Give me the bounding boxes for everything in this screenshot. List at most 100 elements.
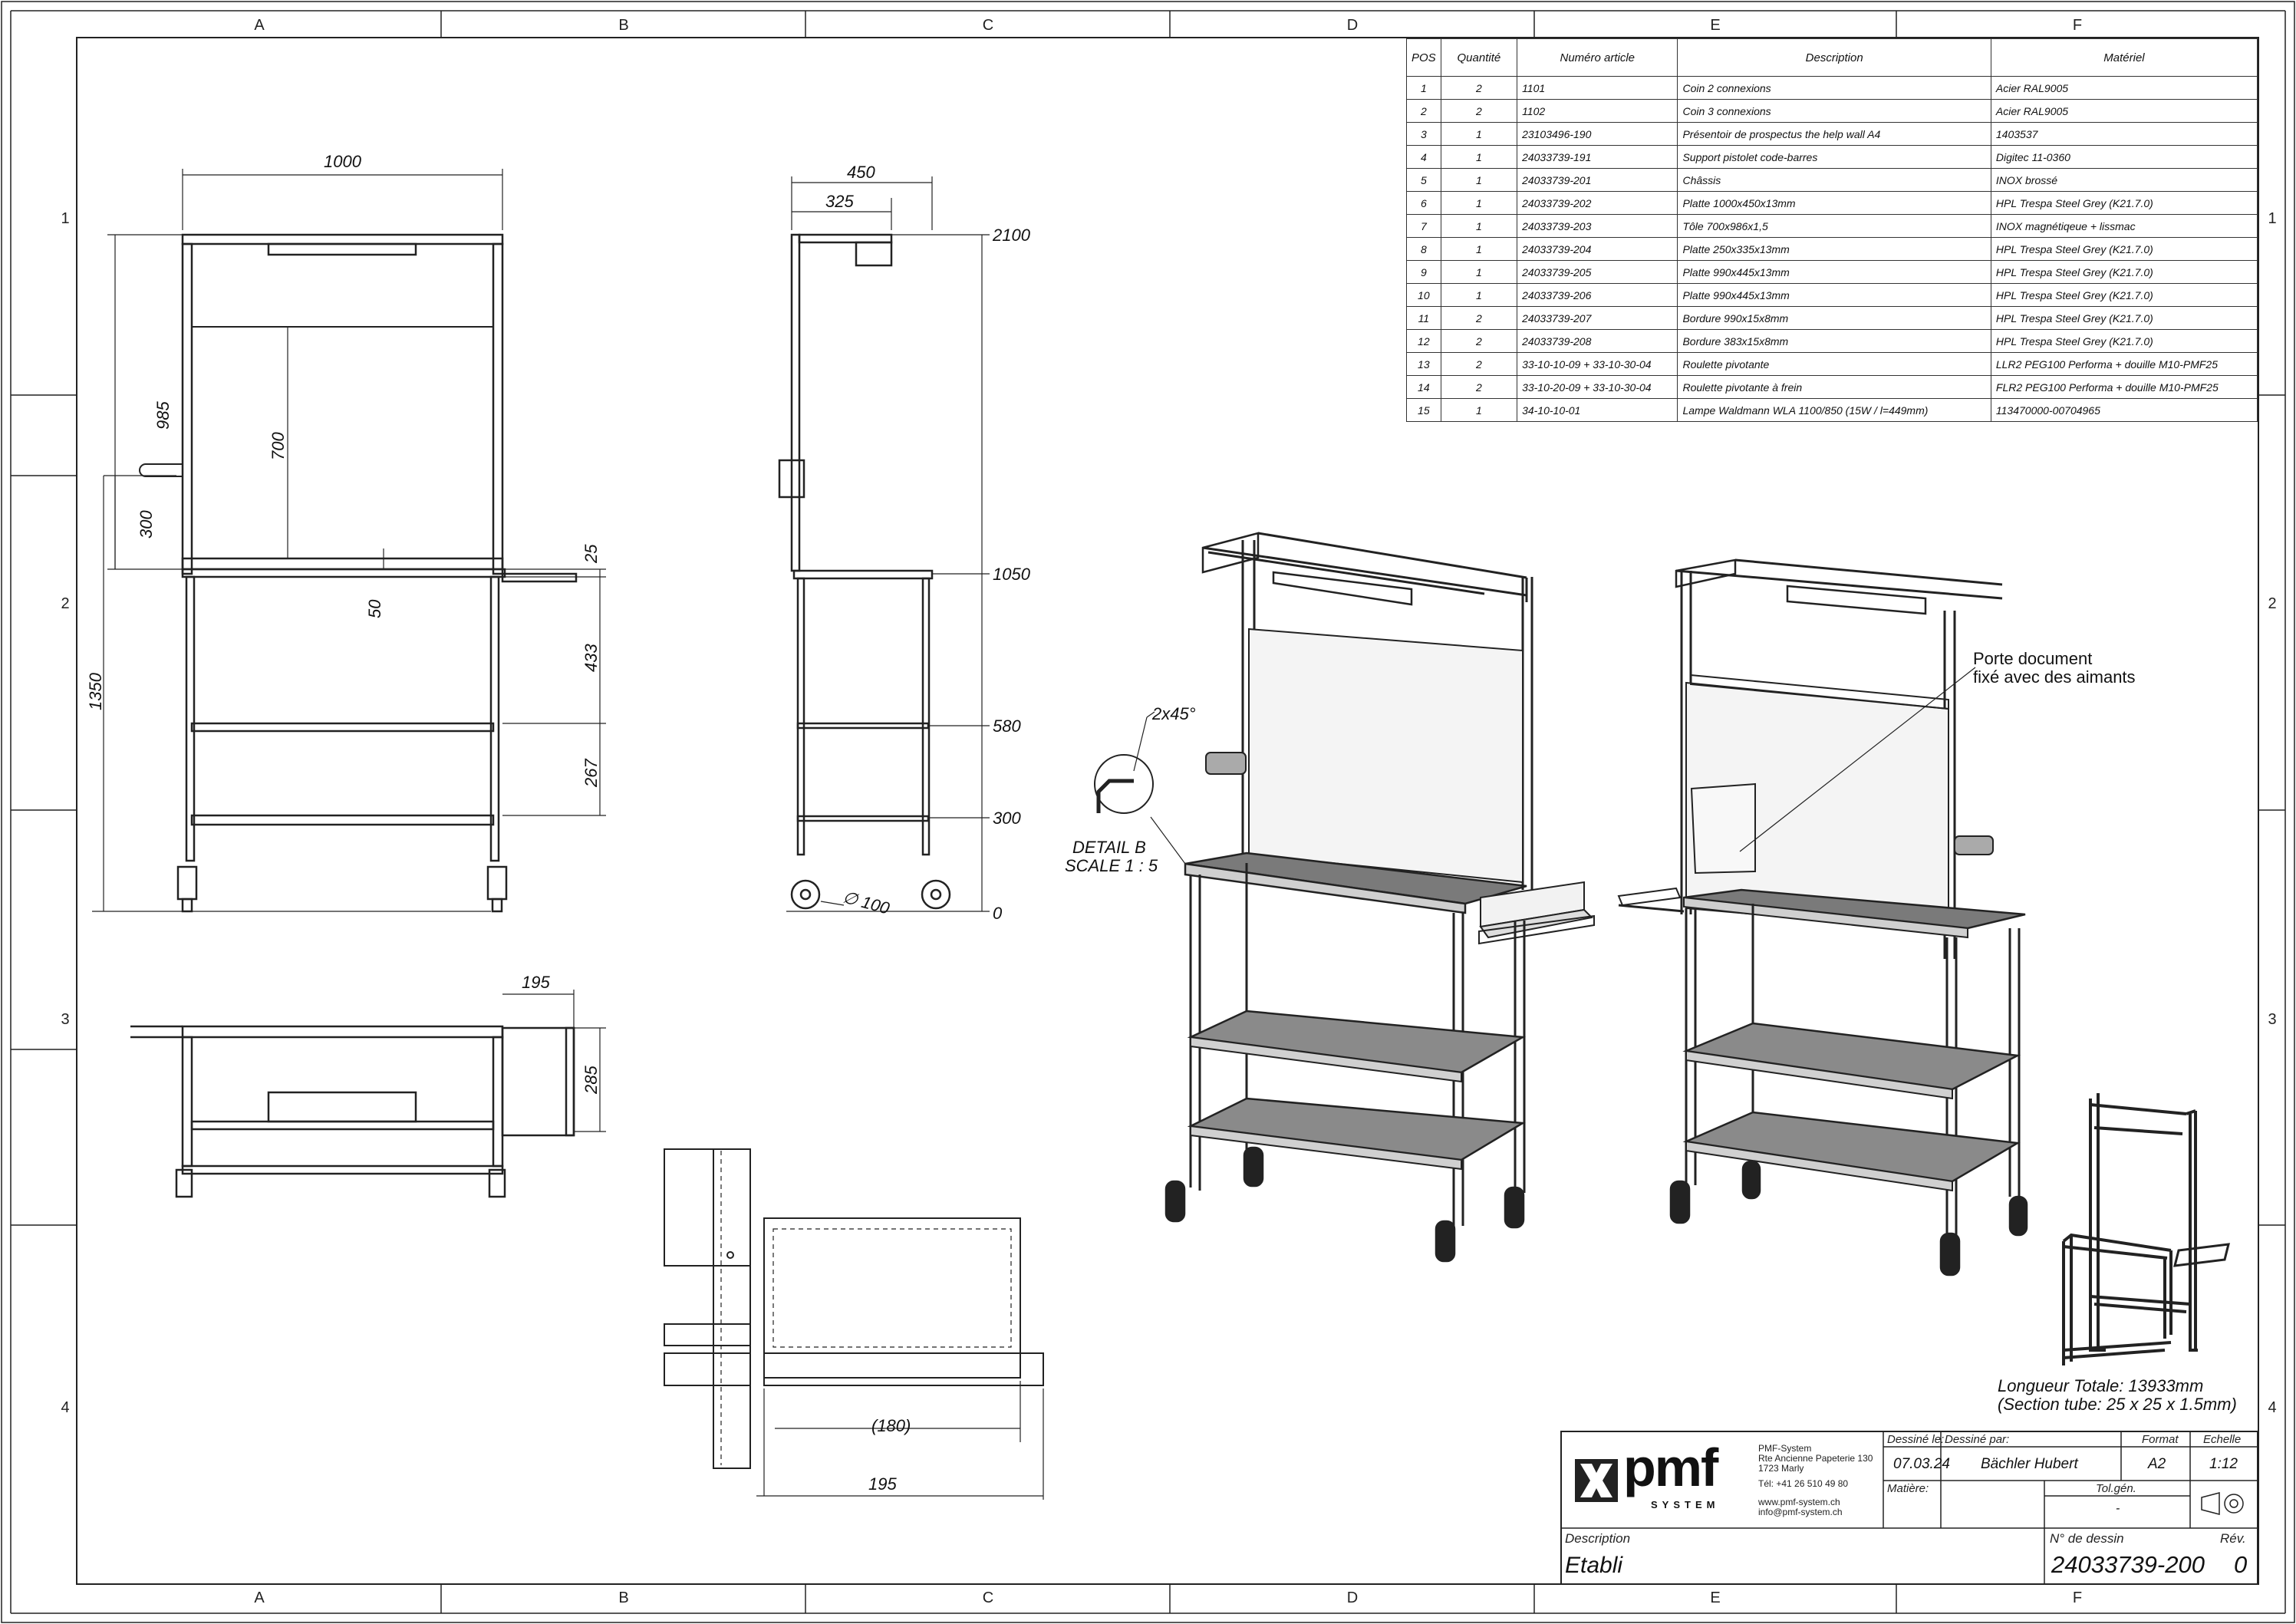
bom-cell-description: Bordure 383x15x8mm [1677, 329, 1991, 353]
bom-cell-qty: 1 [1440, 260, 1518, 284]
bom-cell-qty: 2 [1440, 352, 1518, 376]
bom-cell-pos: 15 [1406, 398, 1441, 422]
bom-cell-qty: 1 [1440, 168, 1518, 192]
zone-col-b: B [618, 17, 629, 34]
bom-cell-article: 33-10-10-09 + 33-10-30-04 [1517, 352, 1678, 376]
bom-cell-material: FLR2 PEG100 Performa + douille M10-PMF25 [1990, 375, 2258, 399]
dim-front-width: 1000 [324, 152, 361, 171]
bom-cell-material: INOX brossé [1990, 168, 2258, 192]
bom-cell-pos: 8 [1406, 237, 1441, 261]
zone-col-e-bottom: E [1710, 1589, 1721, 1606]
zone-row-2: 2 [61, 595, 70, 612]
bom-cell-pos: 7 [1406, 214, 1441, 238]
title-block-frame [1560, 1431, 2258, 1585]
bom-cell-article: 24033739-203 [1517, 214, 1678, 238]
bill-of-materials: POS Quantité Numéro article Description … [1406, 38, 2258, 422]
bom-cell-article: 1101 [1517, 76, 1678, 100]
bom-cell-description: Tôle 700x986x1,5 [1677, 214, 1991, 238]
zone-col-c-bottom: C [982, 1589, 994, 1606]
note-length-total: Longueur Totale: 13933mm [1998, 1376, 2204, 1395]
note-porte-doc-1: Porte document [1973, 649, 2093, 668]
dim-side-450: 450 [847, 163, 875, 182]
bom-cell-qty: 1 [1440, 214, 1518, 238]
note-porte-doc-2: fixé avec des aimants [1973, 667, 2136, 687]
dim-side-325: 325 [825, 192, 854, 211]
zone-col-e: E [1710, 17, 1721, 34]
frame-iso [2062, 1093, 2230, 1365]
drawn-by-value: Bächler Hubert [1981, 1456, 2078, 1472]
dim-side-580: 580 [993, 716, 1021, 736]
drawn-on-value: 07.03.24 [1893, 1456, 1950, 1472]
bom-cell-pos: 2 [1406, 99, 1441, 123]
zone-row-3-right: 3 [2268, 1011, 2277, 1028]
bom-cell-qty: 1 [1440, 191, 1518, 215]
bom-cell-qty: 2 [1440, 329, 1518, 353]
zone-row-3: 3 [61, 1011, 70, 1028]
zone-row-4-right: 4 [2268, 1399, 2277, 1416]
scale-label: Echelle [2203, 1433, 2242, 1446]
bom-header-article: Numéro article [1517, 38, 1678, 77]
bom-cell-description: Platte 250x335x13mm [1677, 237, 1991, 261]
description-label: Description [1565, 1531, 1631, 1546]
company-email: info@pmf-system.ch [1758, 1507, 1843, 1517]
bom-cell-article: 24033739-206 [1517, 283, 1678, 307]
revision-label: Rév. [2220, 1531, 2246, 1546]
company-address-2: 1723 Marly [1758, 1463, 1804, 1474]
tolerance-label: Tol.gén. [2096, 1482, 2136, 1495]
bom-cell-qty: 2 [1440, 76, 1518, 100]
bom-header-material: Matériel [1990, 38, 2258, 77]
drawing-number-label: N° de dessin [2050, 1531, 2124, 1546]
bom-header-qty: Quantité [1440, 38, 1518, 77]
zone-row-4: 4 [61, 1399, 70, 1416]
bom-cell-article: 24033739-208 [1517, 329, 1678, 353]
bom-cell-article: 24033739-202 [1517, 191, 1678, 215]
zone-col-f: F [2072, 17, 2083, 34]
bom-cell-material: HPL Trespa Steel Grey (K21.7.0) [1990, 260, 2258, 284]
bom-cell-article: 24033739-201 [1517, 168, 1678, 192]
bom-cell-qty: 1 [1440, 145, 1518, 169]
zone-col-b-bottom: B [618, 1589, 629, 1606]
pmf-logo-sub: SYSTEM [1651, 1499, 1720, 1510]
bom-header-description: Description [1677, 38, 1991, 77]
dim-front-50: 50 [365, 599, 384, 618]
dim-front-1350: 1350 [86, 673, 105, 710]
bom-cell-pos: 11 [1406, 306, 1441, 330]
bom-cell-description: Présentoir de prospectus the help wall A… [1677, 122, 1991, 146]
note-detail-b: DETAIL B [1072, 838, 1146, 857]
bom-cell-article: 1102 [1517, 99, 1678, 123]
bom-cell-material: HPL Trespa Steel Grey (K21.7.0) [1990, 329, 2258, 353]
bom-cell-qty: 1 [1440, 237, 1518, 261]
bom-cell-pos: 14 [1406, 375, 1441, 399]
dim-side-300: 300 [993, 809, 1021, 828]
pmf-logo-mark [1575, 1459, 1618, 1502]
format-value: A2 [2148, 1456, 2166, 1472]
zone-col-c: C [982, 17, 994, 34]
zone-col-a: A [254, 17, 265, 34]
drawing-number-value: 24033739-200 [2051, 1551, 2205, 1578]
zone-col-a-bottom: A [254, 1589, 265, 1606]
bom-cell-material: HPL Trespa Steel Grey (K21.7.0) [1990, 306, 2258, 330]
bom-cell-description: Platte 990x445x13mm [1677, 283, 1991, 307]
dim-side-0: 0 [993, 904, 1003, 923]
dim-front-25: 25 [581, 544, 601, 563]
bom-cell-description: Support pistolet code-barres [1677, 145, 1991, 169]
bom-cell-material: 1403537 [1990, 122, 2258, 146]
scale-value: 1:12 [2209, 1456, 2238, 1472]
bom-cell-material: Acier RAL9005 [1990, 99, 2258, 123]
bom-cell-pos: 4 [1406, 145, 1441, 169]
zone-col-d: D [1346, 17, 1359, 34]
company-name: PMF-System [1758, 1443, 1812, 1454]
bom-cell-qty: 1 [1440, 398, 1518, 422]
dim-top-195: 195 [522, 973, 550, 992]
dim-front-433: 433 [581, 644, 601, 672]
